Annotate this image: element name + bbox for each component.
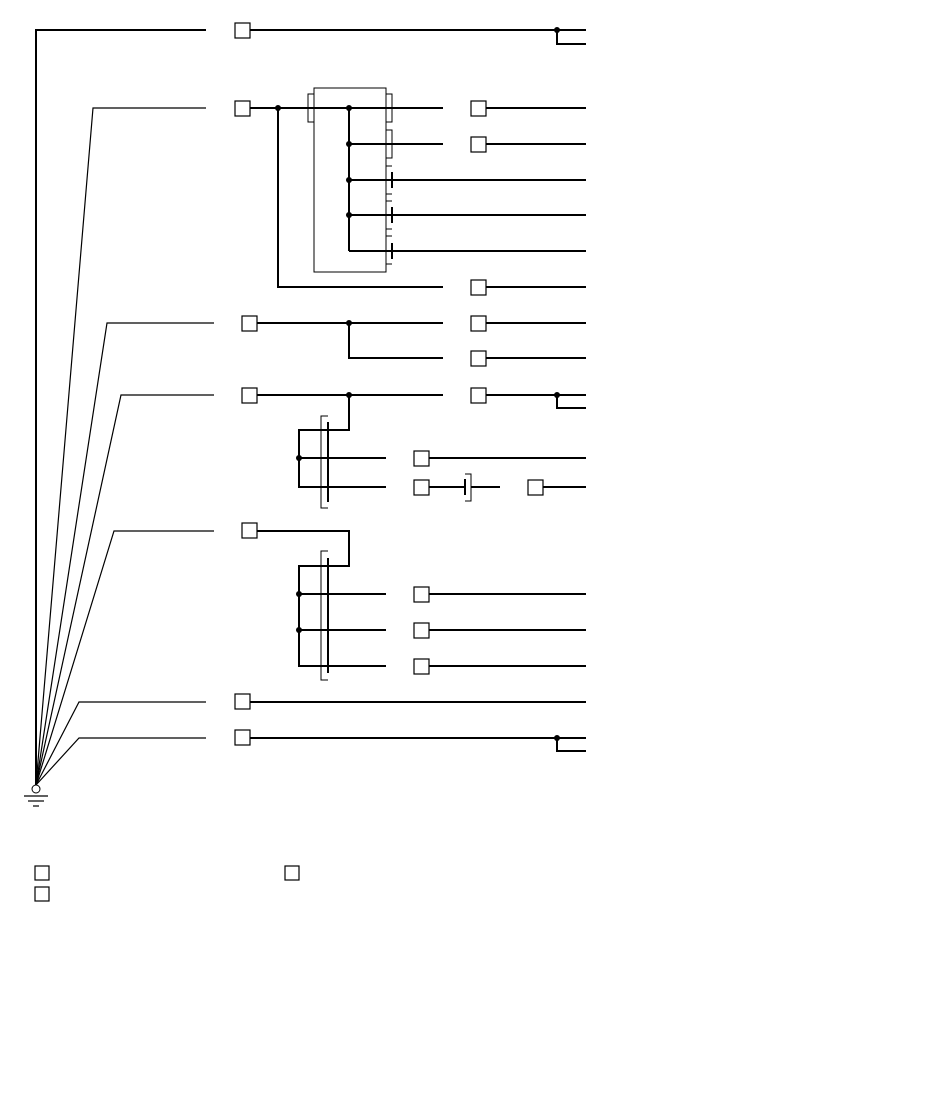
terminal-box [234, 729, 251, 746]
ground-icon [24, 784, 48, 807]
terminal-box [413, 658, 430, 675]
terminal-box [470, 136, 487, 153]
terminal-box [234, 693, 251, 710]
ground-wire-7 [35, 737, 206, 786]
terminal-box [413, 450, 430, 467]
connector-bracket [320, 415, 328, 509]
ground-wire-2 [35, 107, 206, 786]
terminal-box [413, 479, 430, 496]
terminal-box [413, 586, 430, 603]
terminal-box [527, 479, 544, 496]
terminal-box [470, 100, 487, 117]
terminal-box [470, 279, 487, 296]
ground-wire-3 [35, 322, 214, 786]
circuit-row-5 [241, 522, 586, 681]
circuit-row-1 [234, 22, 586, 45]
ground-wire-4 [35, 394, 214, 786]
terminal-box [241, 522, 258, 539]
terminal-box [241, 315, 258, 332]
ground-harness [35, 29, 214, 786]
connector-bracket [320, 550, 328, 681]
circuit-row-4 [241, 387, 586, 509]
terminal-box [413, 622, 430, 639]
terminal-box [234, 100, 251, 117]
terminal-box [470, 387, 487, 404]
circuit-row-2 [234, 87, 586, 296]
ground-wire-5 [35, 530, 214, 786]
circuit-row-3 [241, 315, 586, 367]
splice-dot [554, 27, 560, 33]
circuit-row-6 [234, 693, 586, 710]
terminal-box [241, 387, 258, 404]
circuit-row-7 [234, 729, 586, 752]
terminal-box [470, 315, 487, 332]
ground-wire-6 [35, 701, 206, 786]
legend-box [34, 865, 50, 881]
legend [34, 865, 300, 902]
legend-box [34, 886, 50, 902]
ground-wire-1 [35, 29, 206, 785]
terminal-box [234, 22, 251, 39]
legend-box [284, 865, 300, 881]
terminal-box [470, 350, 487, 367]
